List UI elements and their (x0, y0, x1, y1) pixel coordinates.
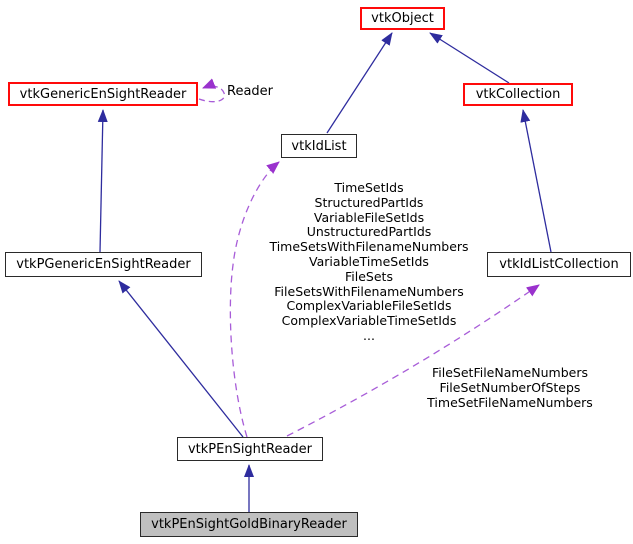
edge-usage-generic-self-reader (198, 78, 226, 103)
node-vtkpgenericensightreader[interactable]: vtkPGenericEnSightReader (5, 252, 202, 277)
edge-inherit-preader-to-pgeneric (118, 280, 244, 438)
edge-label-idlistcollection-members: FileSetFileNameNumbers FileSetNumberOfSt… (427, 365, 593, 410)
node-vtkobject[interactable]: vtkObject (360, 7, 445, 30)
node-vtkpensightgoldbinaryreader[interactable]: vtkPEnSightGoldBinaryReader (140, 512, 358, 537)
edge-inherit-idlist-to-object (326, 32, 393, 134)
edge-inherit-idlistcollection-to-collection (520, 109, 552, 253)
node-vtkidlistcollection[interactable]: vtkIdListCollection (487, 252, 631, 277)
node-vtkgenericensightreader[interactable]: vtkGenericEnSightReader (8, 82, 198, 106)
edge-label-idlist-members: TimeSetIds StructuredPartIds VariableFil… (269, 180, 469, 343)
edge-usage-preader-to-idlistcollection (286, 284, 540, 437)
edge-inherit-pgeneric-to-generic (97, 109, 108, 253)
node-vtkidlist[interactable]: vtkIdList (281, 134, 357, 158)
edge-usage-preader-to-idlist (229, 161, 280, 438)
edge-inherit-collection-to-object (429, 32, 510, 84)
edge-label-reader-self: Reader (227, 84, 274, 99)
node-vtkpensightreader[interactable]: vtkPEnSightReader (177, 437, 323, 461)
node-vtkcollection[interactable]: vtkCollection (463, 83, 573, 106)
